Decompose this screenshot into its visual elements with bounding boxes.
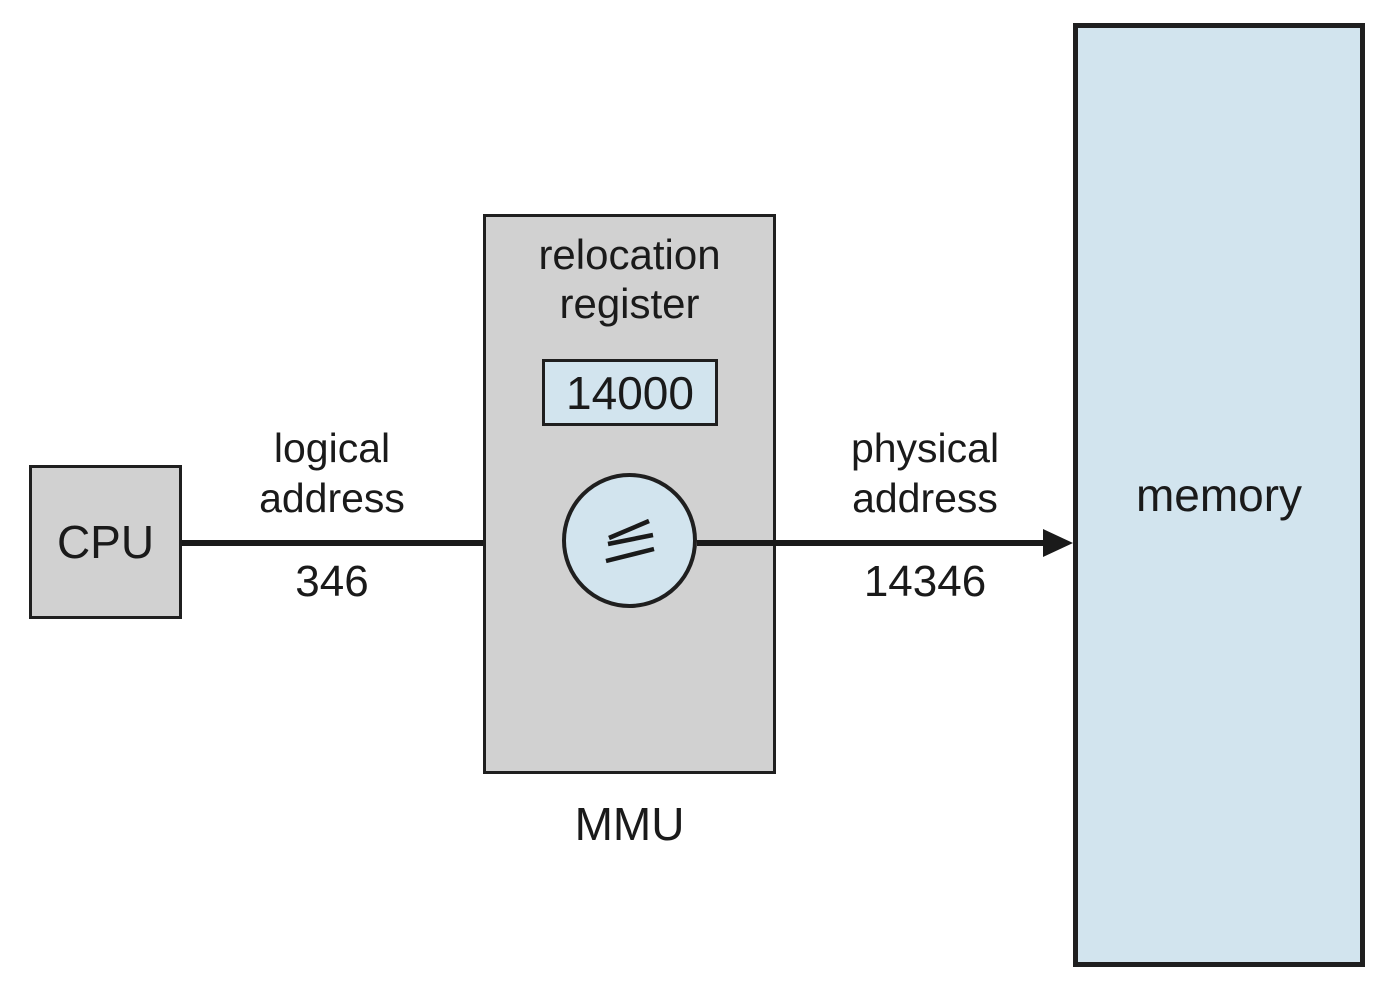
physical-address-label-line1: physical (850, 425, 1000, 471)
physical-address-label: physical address (770, 423, 1080, 523)
mmu-label: MMU (574, 798, 685, 850)
physical-address-arrowhead-icon (1043, 529, 1073, 557)
logical-address-value: 346 (295, 557, 369, 606)
memory-box: memory (1073, 23, 1365, 967)
physical-address-arrow-line (697, 540, 1045, 546)
logical-address-label-line2: address (259, 475, 405, 521)
cpu-label: CPU (56, 516, 155, 568)
physical-address-value: 14346 (863, 557, 987, 606)
relocation-register-title: relocation register (483, 230, 776, 328)
relocation-register-value-box: 14000 (542, 359, 718, 426)
relocation-register-title-line1: relocation (538, 231, 721, 278)
cpu-box: CPU (29, 465, 182, 619)
memory-label: memory (1135, 469, 1303, 521)
adder-circle (562, 473, 697, 608)
relocation-register-title-line2: register (559, 280, 700, 327)
logical-address-arrow-line (182, 540, 532, 546)
less-than-or-slanted-equal-icon (604, 518, 655, 563)
logical-address-label: logical address (182, 423, 482, 523)
physical-address-label-line2: address (852, 475, 998, 521)
relocation-register-value: 14000 (566, 366, 694, 419)
logical-address-label-line1: logical (273, 425, 391, 471)
